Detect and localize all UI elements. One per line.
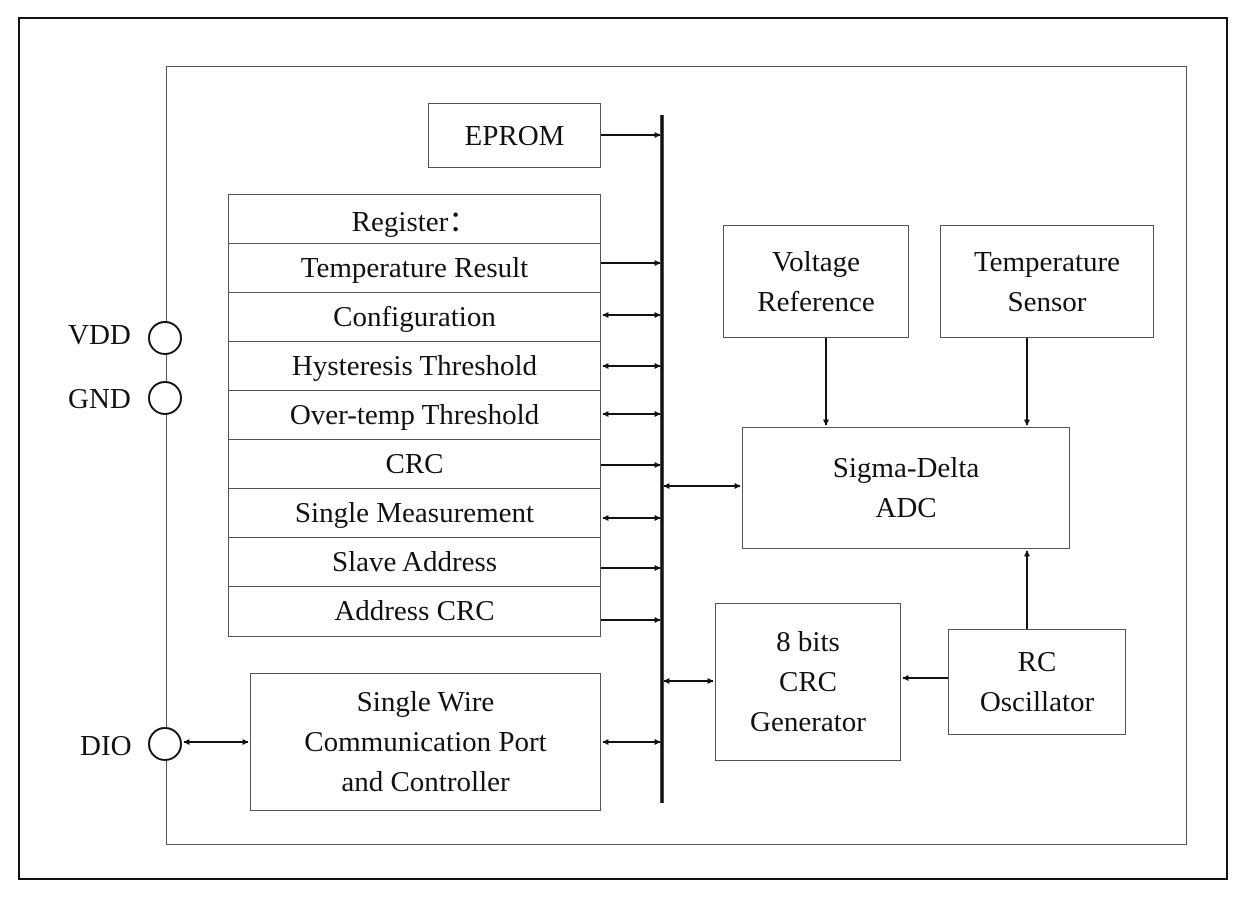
- single-wire-controller-block: Single Wire Communication Port and Contr…: [250, 673, 601, 811]
- crc-generator-block: 8 bits CRC Generator: [715, 603, 901, 761]
- voltage-reference-block: Voltage Reference: [723, 225, 909, 338]
- register-row-temperature-result: Temperature Result: [229, 244, 600, 293]
- vdd-pin-label: VDD: [68, 319, 131, 351]
- temperature-sensor-block: Temperature Sensor: [940, 225, 1154, 338]
- eprom-block: EPROM: [428, 103, 601, 168]
- register-row-single-measurement: Single Measurement: [229, 489, 600, 538]
- register-row-over-temp-threshold: Over-temp Threshold: [229, 391, 600, 440]
- vdd-pin: [148, 321, 182, 355]
- dio-pin: [148, 727, 182, 761]
- outer-frame: [18, 17, 1228, 880]
- register-row-hysteresis-threshold: Hysteresis Threshold: [229, 342, 600, 391]
- register-row-crc: CRC: [229, 440, 600, 489]
- dio-pin-label: DIO: [80, 730, 132, 762]
- register-row-slave-address: Slave Address: [229, 538, 600, 587]
- register-table: Register： Temperature Result Configurati…: [228, 194, 601, 637]
- register-row-configuration: Configuration: [229, 293, 600, 342]
- chip-boundary: [166, 66, 1187, 845]
- gnd-pin: [148, 381, 182, 415]
- register-header: Register：: [229, 195, 600, 244]
- register-row-address-crc: Address CRC: [334, 595, 495, 627]
- sigma-delta-adc-block: Sigma-Delta ADC: [742, 427, 1070, 549]
- rc-oscillator-block: RC Oscillator: [948, 629, 1126, 735]
- gnd-pin-label: GND: [68, 383, 131, 415]
